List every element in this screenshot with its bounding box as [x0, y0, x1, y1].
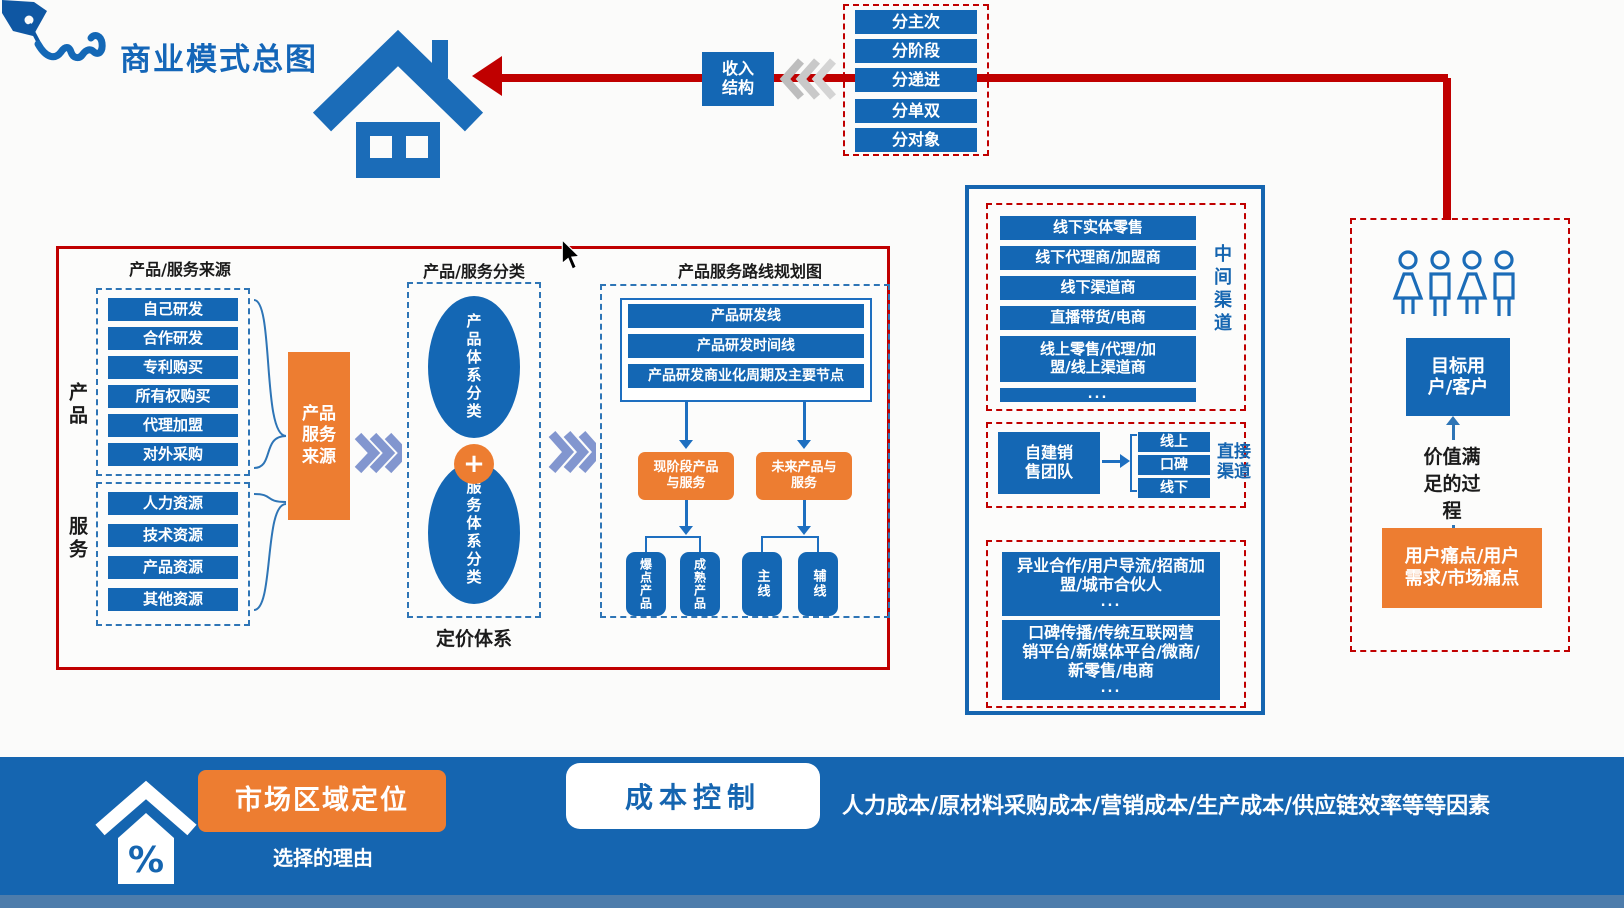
arrow-down-icon: [797, 440, 811, 449]
child-product-box: 爆点产品: [626, 552, 666, 616]
target-users-box: 目标用户/客户: [1406, 338, 1510, 416]
revenue-arrowhead-icon: [472, 56, 502, 96]
pricing-label: 定价体系: [435, 628, 512, 650]
service-source-item: 人力资源: [108, 492, 238, 515]
product-source-item: 合作研发: [108, 327, 238, 350]
service-source-group: [96, 482, 250, 626]
expansion-channel-group: [986, 540, 1246, 708]
middle-channel-item: 线下渠道商: [1000, 276, 1196, 300]
cost-factors-label: 人力成本/原材料采购成本/营销成本/生产成本/供应链效率等等因素: [842, 794, 1491, 819]
revenue-split-item: 分递进: [855, 68, 977, 92]
chevrons-right-icon: [354, 432, 402, 474]
child-product-box: 主线: [742, 552, 782, 616]
classify-header: 产品/服务分类: [423, 262, 525, 281]
revenue-split-item: 分对象: [855, 128, 977, 152]
bracket-connector: [1130, 434, 1137, 492]
mouse-cursor: [561, 240, 581, 270]
roadmap-group: [600, 284, 890, 618]
product-source-group: [96, 288, 250, 476]
revenue-flow-line-vertical: [1443, 78, 1451, 220]
connector-line: [761, 536, 763, 552]
source-summary-box: 产品服务来源: [288, 352, 350, 520]
chevrons-left-icon: [779, 58, 836, 100]
direct-channel-label: 直接渠道: [1217, 442, 1251, 483]
connector-line: [645, 536, 647, 552]
arrow-up-icon: [1446, 416, 1460, 425]
chevrons-right-icon: [548, 431, 596, 473]
middle-channel-item: 线下实体零售: [1000, 216, 1196, 240]
home-icon: [312, 29, 484, 178]
reason-label: 选择的理由: [273, 846, 373, 870]
product-source-item: 所有权购买: [108, 385, 238, 408]
page-title: 商业模式总图: [120, 42, 318, 78]
brace-connectors: [253, 299, 287, 611]
child-product-box: 成熟产品: [680, 552, 720, 616]
service-source-item: 技术资源: [108, 524, 238, 547]
middle-channel-item: 线下代理商/加盟商: [1000, 246, 1196, 270]
roadmap-line: 产品研发时间线: [628, 334, 864, 358]
revenue-split-item: 分单双: [855, 99, 977, 123]
connector-line: [685, 500, 688, 526]
cost-control-box: 成本控制: [566, 763, 820, 829]
connector-line: [803, 500, 806, 526]
house-percent-icon: %: [95, 780, 197, 884]
sales-team-box: 自建销售团队: [998, 432, 1100, 494]
connector-line: [761, 536, 819, 538]
pen-logo-icon: [2, 0, 106, 62]
roadmap-header: 产品服务路线规划图: [677, 262, 822, 281]
product-system-ellipse: 产品体系分类: [428, 296, 520, 438]
middle-channel-item: 直播带货/电商: [1000, 306, 1196, 330]
connector-line: [803, 402, 806, 440]
child-product-box: 辅线: [798, 552, 838, 616]
arrow-down-icon: [679, 440, 693, 449]
market-position-box: 市场区域定位: [198, 770, 446, 832]
middle-channel-item: 线上零售/代理/加盟/线上渠道商: [1000, 336, 1196, 382]
current-products-box: 现阶段产品与服务: [638, 452, 734, 500]
direct-mode-box: 线上: [1138, 432, 1210, 452]
source-header: 产品/服务来源: [129, 260, 231, 279]
pain-points-box: 用户痛点/用户需求/市场痛点: [1382, 528, 1542, 608]
connector-line: [817, 536, 819, 552]
partnership-box: 异业合作/用户导流/招商加盟/城市合伙人 ...: [1002, 552, 1220, 616]
connector-line: [685, 402, 688, 440]
arrow-right-icon: [1120, 454, 1130, 468]
service-source-item: 其他资源: [108, 588, 238, 611]
service-source-item: 产品资源: [108, 556, 238, 579]
product-source-item: 代理加盟: [108, 414, 238, 437]
middle-channel-group: [986, 203, 1246, 411]
svg-text:%: %: [128, 840, 164, 881]
bottom-bar-strip: [0, 895, 1624, 908]
income-structure-box: 收入结构: [702, 52, 774, 106]
service-side-label: 服务: [66, 516, 88, 562]
revenue-split-item: 分主次: [855, 10, 977, 34]
future-products-box: 未来产品与服务: [756, 452, 852, 500]
product-source-item: 自己研发: [108, 298, 238, 321]
marketing-box: 口碑传播/传统互联网营销平台/新媒体平台/微商/新零售/电商 ...: [1002, 620, 1220, 700]
roadmap-line: 产品研发商业化周期及主要节点: [628, 364, 864, 388]
direct-mode-box: 口碑: [1138, 455, 1210, 475]
middle-channel-more: ...: [1000, 387, 1196, 402]
product-side-label: 产品: [66, 382, 88, 428]
direct-channel-group: [986, 422, 1246, 508]
arrow-down-icon: [797, 526, 811, 535]
revenue-split-group: [843, 4, 989, 156]
product-source-item: 专利购买: [108, 356, 238, 379]
direct-mode-box: 线下: [1138, 478, 1210, 498]
middle-channel-label: 中间渠道: [1211, 244, 1232, 336]
connector-line: [699, 536, 701, 552]
value-process-label: 价值满足的过程: [1420, 440, 1484, 525]
people-group-icon: [1392, 250, 1515, 316]
roadmap-line: 产品研发线: [628, 304, 864, 328]
service-system-ellipse: 服务体系分类: [428, 462, 520, 604]
plus-icon: +: [454, 444, 494, 484]
connector-line: [1102, 460, 1120, 463]
connector-line: [645, 536, 701, 538]
arrow-down-icon: [679, 526, 693, 535]
revenue-split-item: 分阶段: [855, 39, 977, 63]
product-source-item: 对外采购: [108, 443, 238, 466]
classify-group: [407, 282, 541, 618]
